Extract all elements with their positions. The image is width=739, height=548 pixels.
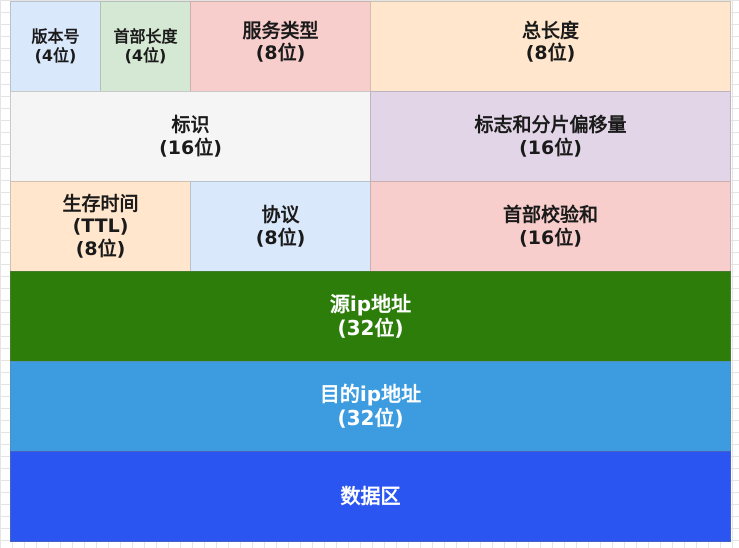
field-version-bits: (4位) bbox=[34, 45, 77, 65]
field-flags-fragment-offset-name: 标志和分片偏移量 bbox=[474, 114, 627, 137]
field-identification-name: 标识 bbox=[171, 114, 210, 137]
field-header-length: 首部长度 (4位) bbox=[100, 1, 191, 92]
field-protocol: 协议 (8位) bbox=[190, 181, 371, 272]
field-source-ip: 源ip地址 (32位) bbox=[10, 271, 731, 362]
field-dest-ip: 目的ip地址 (32位) bbox=[10, 361, 731, 452]
field-total-length: 总长度 (8位) bbox=[370, 1, 731, 92]
field-version: 版本号 (4位) bbox=[10, 1, 101, 92]
field-header-length-bits: (4位) bbox=[124, 45, 167, 65]
field-header-checksum-bits: (16位) bbox=[519, 226, 582, 249]
field-protocol-bits: (8位) bbox=[255, 226, 306, 249]
field-flags-fragment-offset: 标志和分片偏移量 (16位) bbox=[370, 91, 731, 182]
field-header-length-name: 首部长度 bbox=[113, 26, 178, 46]
field-ttl-abbr: (TTL) bbox=[72, 215, 129, 238]
field-flags-fragment-offset-bits: (16位) bbox=[519, 136, 582, 159]
field-source-ip-bits: (32位) bbox=[337, 315, 404, 340]
field-ttl-name: 生存时间 bbox=[62, 192, 139, 215]
field-identification: 标识 (16位) bbox=[10, 91, 371, 182]
field-identification-bits: (16位) bbox=[159, 136, 222, 159]
field-service-type-bits: (8位) bbox=[255, 42, 306, 65]
field-total-length-name: 总长度 bbox=[521, 20, 579, 42]
field-version-name: 版本号 bbox=[31, 26, 80, 46]
field-protocol-name: 协议 bbox=[261, 204, 300, 227]
field-dest-ip-name: 目的ip地址 bbox=[319, 381, 422, 406]
field-data-name: 数据区 bbox=[340, 483, 401, 508]
field-ttl-bits: (8位) bbox=[75, 237, 126, 260]
field-source-ip-name: 源ip地址 bbox=[329, 291, 412, 316]
field-service-type: 服务类型 (8位) bbox=[190, 1, 371, 92]
field-total-length-bits: (8位) bbox=[525, 42, 576, 65]
field-dest-ip-bits: (32位) bbox=[337, 405, 404, 430]
field-ttl: 生存时间 (TTL) (8位) bbox=[10, 181, 191, 272]
field-service-type-name: 服务类型 bbox=[242, 20, 319, 42]
field-header-checksum: 首部校验和 (16位) bbox=[370, 181, 731, 272]
field-header-checksum-name: 首部校验和 bbox=[502, 204, 598, 227]
field-data: 数据区 bbox=[10, 451, 731, 542]
